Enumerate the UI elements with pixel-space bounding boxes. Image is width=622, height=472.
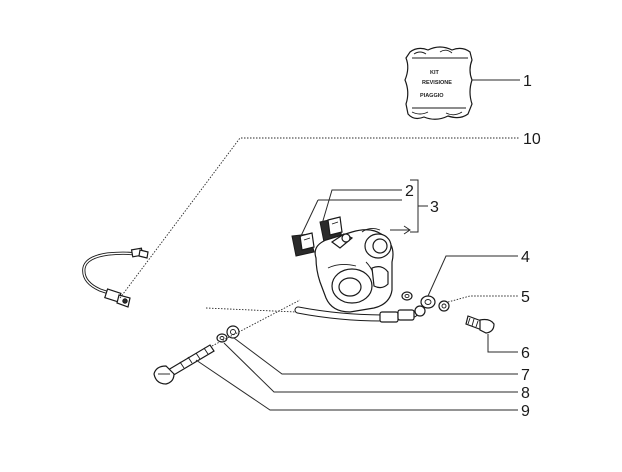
callout-9: 9: [521, 403, 530, 420]
pad-wear-cable: [82, 247, 149, 308]
callout-5: 5: [521, 289, 530, 306]
brake-caliper: [314, 227, 394, 313]
mounting-bolt: [153, 344, 215, 385]
callout-2: 2: [405, 183, 414, 200]
callout-10: 10: [523, 131, 541, 148]
callout-3: 3: [430, 199, 439, 216]
callout-1: 1: [523, 73, 532, 90]
kit-label-line3: PIAGGIO: [420, 93, 444, 99]
callout-6: 6: [521, 345, 530, 362]
mounting-spacer: [216, 333, 228, 343]
mounting-washer: [226, 325, 240, 339]
sealing-washer: [438, 300, 450, 312]
hose-union: [420, 295, 436, 309]
washer-small: [401, 291, 413, 301]
callout-4: 4: [521, 249, 530, 266]
callout-7: 7: [521, 367, 530, 384]
brake-hose: [294, 305, 426, 323]
leader-lines: [119, 79, 520, 411]
bleed-screw: [465, 315, 495, 334]
kit-label-line1: KIT: [430, 70, 440, 76]
kit-label-line2: REVISIONE: [422, 80, 452, 86]
callout-8: 8: [521, 385, 530, 402]
repair-kit-bag: KIT REVISIONE PIAGGIO: [404, 46, 473, 120]
